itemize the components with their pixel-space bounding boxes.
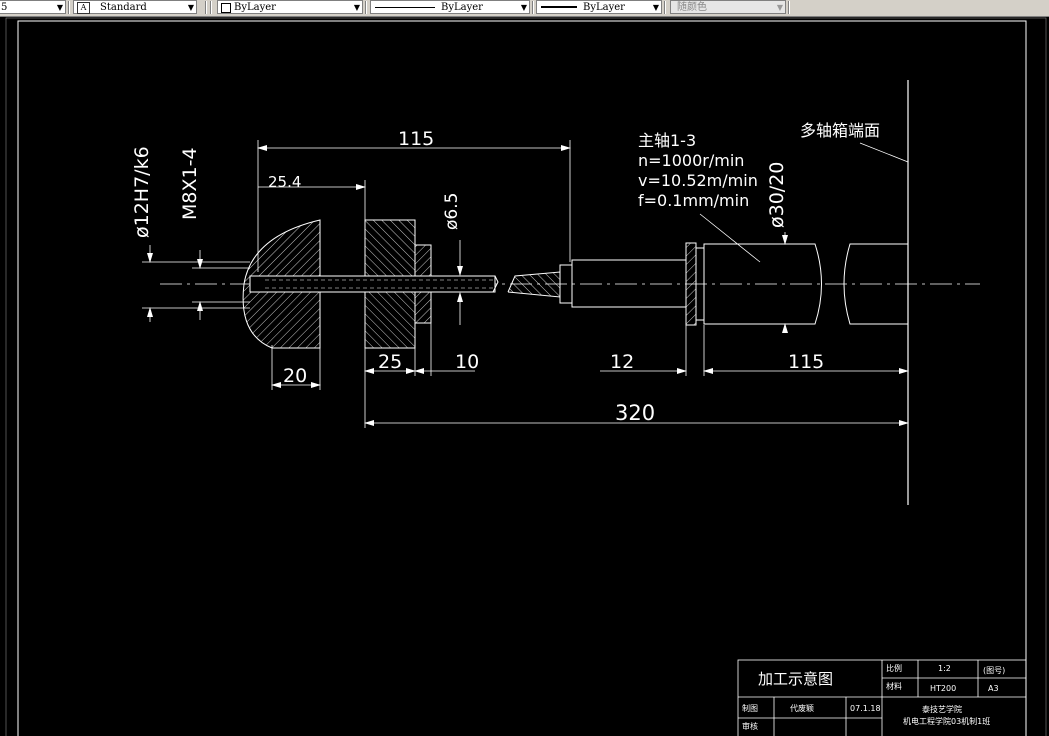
spindle-collar [685,242,697,326]
drafted-label: 制图 [742,703,758,713]
layer-color-dropdown[interactable]: ByLayer ▼ [217,0,363,14]
spindle-note-line-3: v=10.52m/min [638,171,758,190]
end-face-label: 多轴箱端面 [800,121,880,140]
dim-115-right: 115 [788,351,824,373]
spindle-sleeve [571,259,687,308]
chevron-down-icon[interactable]: ▼ [776,3,783,12]
text-style-icon: A [77,2,90,14]
toolbar-separator [210,1,212,14]
toolbar-separator [205,1,207,14]
spindle-body [703,243,822,325]
scale-value: 1:2 [938,664,951,673]
sheet-size: A3 [988,684,999,693]
linetype-sample [375,7,435,8]
drafter-name: 代废颖 [790,703,814,713]
scale-label: 比例 [886,663,902,673]
linetype-dropdown[interactable]: ByLayer ▼ [370,0,530,14]
plot-style-dropdown[interactable]: 随颜色 ▼ [670,0,786,14]
dimensions [142,140,909,428]
dim-25: 25 [378,351,402,373]
draft-date: 07.1.18 [850,704,881,713]
tool-shank [249,275,496,293]
dim-phi-6-5: ø6.5 [442,193,462,230]
plot-style-value: 随颜色 [677,2,707,13]
toolbar-separator [664,1,666,14]
first-dropdown[interactable]: 5 ▼ [0,0,66,14]
dim-12: 12 [610,351,634,373]
material-value: HT200 [930,684,956,693]
spindle-note-line-4: f=0.1mm/min [638,191,749,210]
dim-phi-30: ø30/20 [766,162,788,228]
chevron-down-icon[interactable]: ▼ [520,3,527,12]
linetype-value: ByLayer [441,2,483,13]
dim-320: 320 [615,401,655,425]
text-style-dropdown[interactable]: A Standard ▼ [73,0,197,14]
toolbar-separator [68,1,70,14]
spindle-tail [843,243,909,325]
drawing-frame [5,17,1047,736]
chevron-down-icon[interactable]: ▼ [652,3,659,12]
spindle-note-line-2: n=1000r/min [638,151,744,170]
lineweight-sample [541,6,577,8]
title-block: 加工示意图 比例 1:2 (图号) 材料 HT200 A3 制图 代废颖 07.… [737,659,1027,736]
layer-color-value: ByLayer [234,2,276,13]
title-block-title: 加工示意图 [758,670,833,688]
dim-m8: M8X1-4 [179,147,201,220]
spindle-note-line-1: 主轴1-3 [638,131,696,150]
part-geometry [160,80,980,505]
chevron-down-icon[interactable]: ▼ [56,3,63,12]
dim-20: 20 [283,365,307,387]
dim-115-top: 115 [398,128,434,150]
lineweight-dropdown[interactable]: ByLayer ▼ [536,0,662,14]
toolbar-separator [532,1,534,14]
material-label: 材料 [886,681,902,691]
dim-25-4: 25.4 [268,173,301,191]
chevron-down-icon[interactable]: ▼ [353,3,360,12]
review-label: 审核 [742,721,758,731]
drawing-canvas[interactable]: 115 25.4 ø6.5 ø12H7/k6 M8X1-4 ø30/20 20 … [0,17,1049,736]
spindle-note: 主轴1-3 n=1000r/min v=10.52m/min f=0.1mm/m… [638,131,758,210]
school-name: 泰技艺学院 [922,704,962,714]
toolbar-separator [365,1,367,14]
department-name: 机电工程学院03机制1班 [903,716,990,726]
dim-phi-12: ø12H7/k6 [131,146,153,238]
toolbar-separator [788,1,790,14]
text-style-value: Standard [100,2,147,13]
lineweight-value: ByLayer [583,2,625,13]
first-dropdown-value: 5 [1,2,8,13]
drill-bit [507,271,561,298]
properties-toolbar: 5 ▼ A Standard ▼ ByLayer ▼ ByLayer ▼ ByL… [0,0,1049,17]
dimension-texts: 115 25.4 ø6.5 ø12H7/k6 M8X1-4 ø30/20 20 … [131,128,824,425]
drawing-number: (图号) [983,666,1005,675]
color-swatch-icon [221,3,231,13]
chevron-down-icon[interactable]: ▼ [187,3,194,12]
dim-10: 10 [455,351,479,373]
